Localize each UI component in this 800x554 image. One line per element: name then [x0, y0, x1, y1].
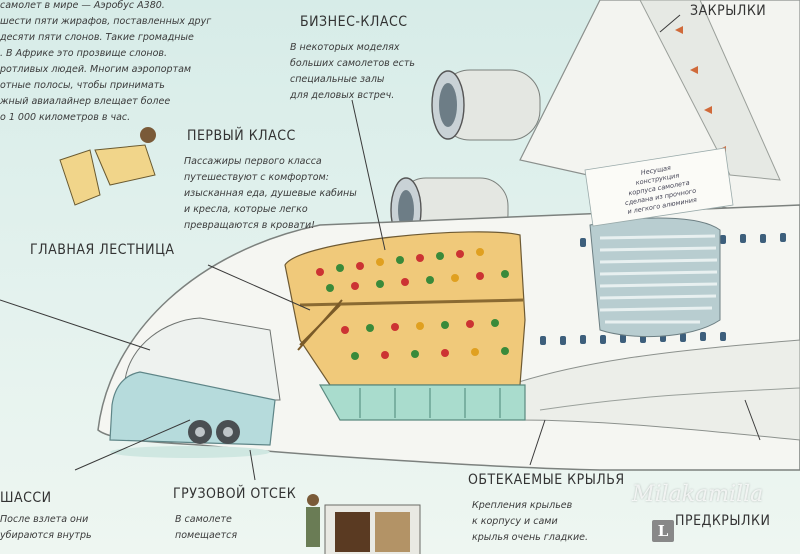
ground-shadow — [110, 446, 270, 458]
flap-strip — [639, 0, 781, 181]
watermark-badge: L — [652, 520, 674, 542]
desc-landing-gear: После взлета они убираются внутрь — [0, 514, 92, 541]
main-staircase — [297, 299, 343, 351]
engine-upper — [431, 69, 541, 141]
passengers-upper — [316, 248, 509, 292]
desc-first-class: Пассажиры первого класса путешествуют с … — [184, 156, 357, 231]
slat-edge — [539, 387, 800, 411]
cabin-cutout — [284, 231, 526, 386]
label-first-class: ПЕРВЫЙ КЛАСС — [187, 128, 296, 144]
intro-text: самолет в мире — Аэробус А380. шести пят… — [0, 0, 212, 123]
label-landing-gear: ШАССИ — [0, 490, 52, 506]
label-cargo-hold: ГРУЗОВОЙ ОТСЕК — [173, 486, 297, 502]
info-tag-card — [584, 147, 734, 227]
cargo-worker-illustration — [306, 494, 421, 554]
desc-cargo-hold: В самолете помещается — [175, 514, 238, 541]
label-main-staircase: ГЛАВНАЯ ЛЕСТНИЦА — [30, 242, 175, 258]
cargo-ribs — [359, 388, 501, 418]
watermark-text: Milakamilla — [632, 482, 764, 507]
desc-streamlined-wings: Крепления крыльев к корпусу и сами крыль… — [472, 500, 589, 543]
label-business-class: БИЗНЕС-КЛАСС — [300, 14, 408, 30]
label-streamlined-wings: ОБТЕКАЕМЫЕ КРЫЛЬЯ — [468, 472, 625, 488]
passengers-lower — [341, 319, 509, 360]
first-class-seat-illustration — [59, 127, 156, 206]
lower-wing — [468, 339, 800, 441]
structure-ribs — [599, 234, 718, 324]
desc-business-class: В некоторых моделях больших самолетов ес… — [290, 42, 415, 101]
nose-gear-wheels — [188, 420, 240, 444]
label-flaps: ЗАКРЫЛКИ — [690, 3, 767, 19]
cargo-hold — [318, 384, 526, 421]
label-slats: ПРЕДКРЫЛКИ — [675, 513, 771, 529]
callout-lines — [0, 14, 761, 481]
